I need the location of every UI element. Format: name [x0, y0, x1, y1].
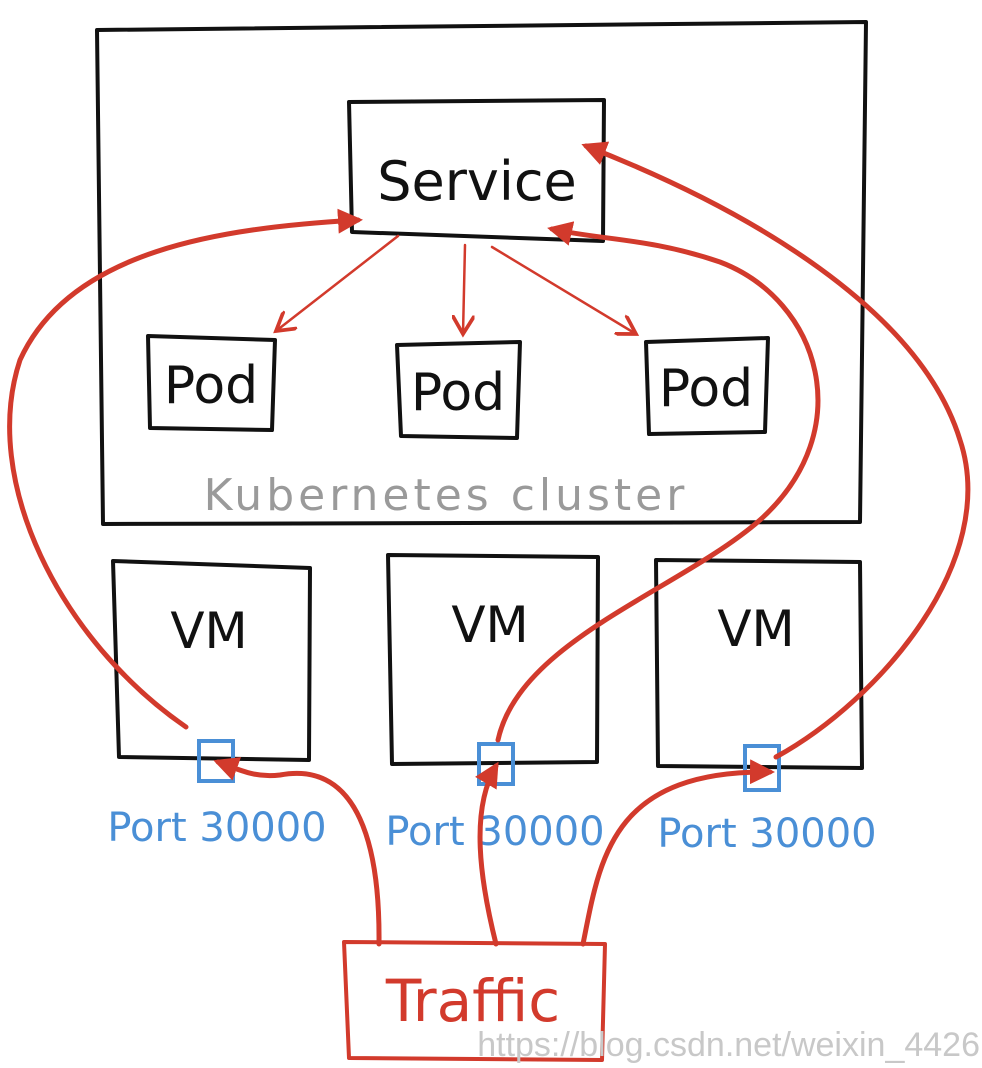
- vm-label-1: VM: [170, 602, 247, 660]
- port-1-to-service-arrow: [7, 208, 363, 730]
- service-label: Service: [377, 150, 577, 213]
- vm-box-2: [386, 553, 600, 766]
- service-to-pod-3-arrow: [490, 245, 636, 334]
- pod-label-3: Pod: [659, 359, 753, 419]
- traffic-to-port-2-arrow: [475, 761, 499, 947]
- port-box-3: [743, 744, 781, 792]
- vm-box-1: [111, 559, 312, 762]
- traffic-to-port-3-arrow: [580, 759, 775, 947]
- pod-box-3: [644, 336, 770, 436]
- vm-label-2: VM: [451, 596, 528, 654]
- cluster-box: [95, 20, 868, 526]
- service-to-pod-1-arrow: [276, 234, 400, 331]
- cluster-label: Kubernetes cluster: [204, 470, 689, 521]
- traffic-box: [342, 940, 607, 1062]
- service-to-pod-2-arrow: [463, 243, 465, 334]
- pod-box-2: [395, 340, 522, 440]
- port-label-1: Port 30000: [107, 805, 326, 851]
- pod-box-1: [146, 334, 277, 432]
- vm-label-3: VM: [717, 600, 794, 658]
- traffic-label: Traffic: [385, 967, 560, 1035]
- pod-label-1: Pod: [164, 356, 258, 416]
- port-label-2: Port 30000: [385, 809, 604, 855]
- traffic-to-port-1-arrow: [213, 757, 382, 947]
- port-label-3: Port 30000: [657, 811, 876, 857]
- vm-box-3: [654, 558, 864, 770]
- watermark: https://blog.csdn.net/weixin_4426: [477, 1026, 980, 1064]
- service-box: [347, 98, 606, 243]
- pod-label-2: Pod: [411, 363, 505, 423]
- port-2-to-service-arrow: [495, 221, 821, 743]
- port-3-to-service-arrow: [581, 141, 971, 760]
